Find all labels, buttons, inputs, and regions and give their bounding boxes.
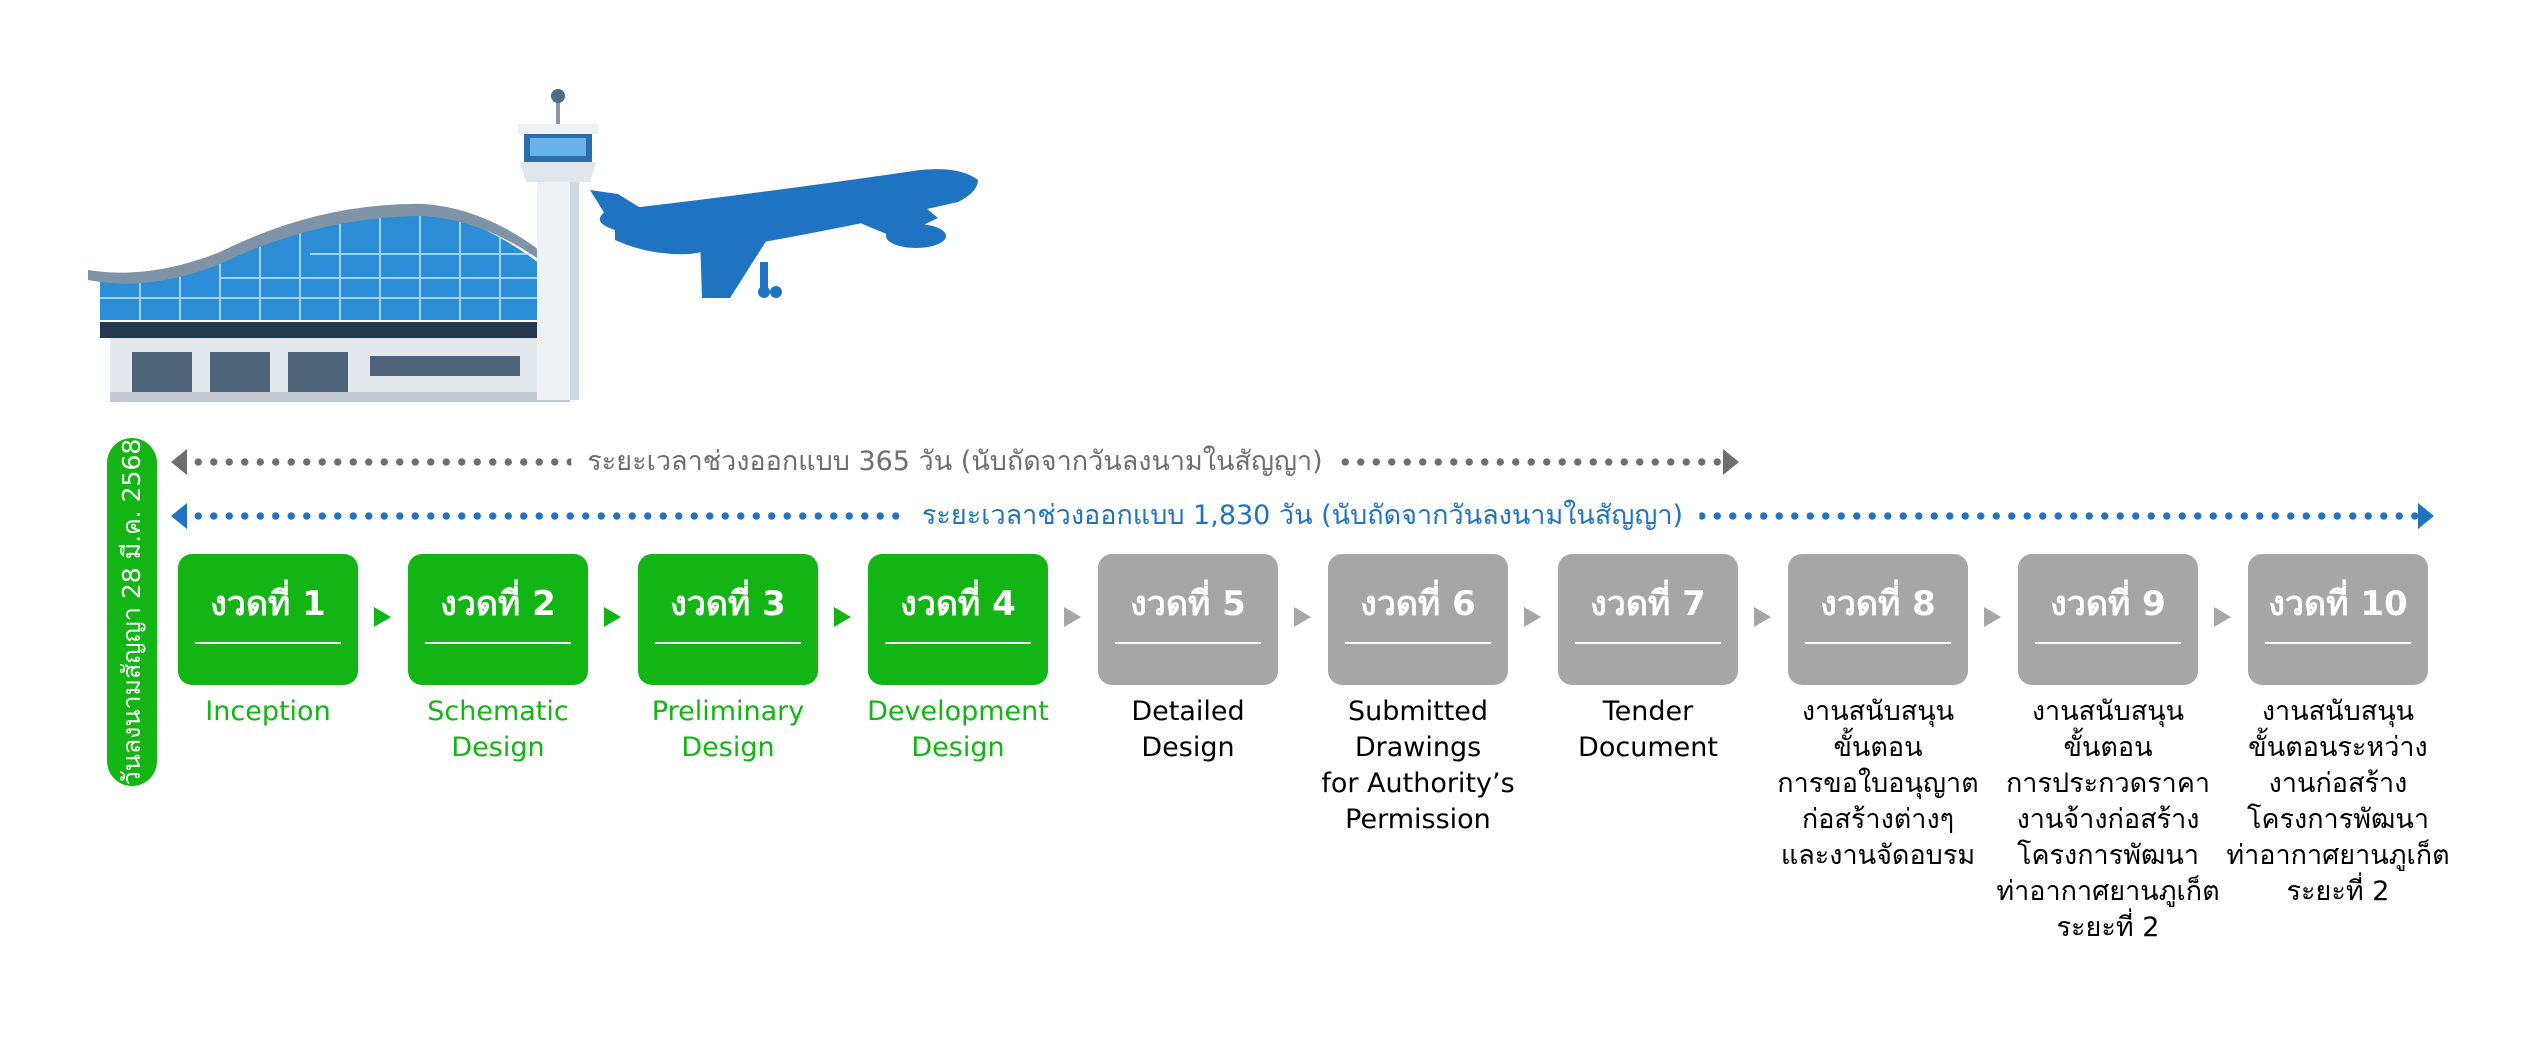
phase-box-6: งวดที่ 6 [1328,554,1508,685]
phase-box-1: งวดที่ 1 [178,554,358,685]
phase-box-10: งวดที่ 10 [2248,554,2428,685]
contract-signing-badge: วันลงนามสัญญา 28 มี.ค. 2568 [107,438,157,786]
arrow-right-icon [834,607,851,627]
arrow-right-icon [1723,449,1739,475]
phase-box-2: งวดที่ 2 [408,554,588,685]
arrow-left-icon [171,503,187,529]
phase-title: งวดที่ 9 [2050,584,2166,624]
divider [1575,642,1721,644]
control-tower-icon [518,89,598,400]
phase-caption-10: งานสนับสนุน ขั้นตอนระหว่าง งานก่อสร้าง โ… [2226,696,2450,907]
divider [655,642,801,644]
phase-box-9: งวดที่ 9 [2018,554,2198,685]
arrow-right-icon [1294,607,1311,627]
airport-illustration [88,89,978,402]
arrow-right-icon [1754,607,1771,627]
design-duration-1830-days: ระยะเวลาช่วงออกแบบ 1,830 วัน (นับถัดจากว… [171,496,2434,536]
phase-title: งวดที่ 4 [900,584,1016,624]
airplane-icon [590,169,978,298]
phase-title: งวดที่ 2 [440,584,556,624]
phase-caption-7: Tender Document [1578,696,1718,763]
arrow-right-icon [1064,607,1081,627]
divider [1345,642,1491,644]
phase-box-4: งวดที่ 4 [868,554,1048,685]
divider [885,642,1031,644]
divider [425,642,571,644]
phase-caption-1: Inception [205,696,331,727]
phase-caption-9: งานสนับสนุน ขั้นตอน การประกวดราคา งานจ้า… [1996,696,2220,943]
phase-box-5: งวดที่ 5 [1098,554,1278,685]
arrow-right-icon [1984,607,2001,627]
divider [1805,642,1951,644]
arrow-right-icon [374,607,391,627]
phase-title: งวดที่ 5 [1130,584,1246,624]
phase-title: งวดที่ 3 [670,584,786,624]
phase-caption-2: Schematic Design [427,696,569,763]
arrow-right-icon [604,607,621,627]
divider [195,642,341,644]
arrow-right-icon [2214,607,2231,627]
phase-box-3: งวดที่ 3 [638,554,818,685]
phase-caption-8: งานสนับสนุน ขั้นตอน การขอใบอนุญาต ก่อสร้… [1777,696,1979,871]
span-label: ระยะเวลาช่วงออกแบบ 365 วัน (นับถัดจากวัน… [571,442,1339,482]
contract-signing-date: วันลงนามสัญญา 28 มี.ค. 2568 [117,438,146,786]
airport-terminal-icon [88,203,570,402]
phase-caption-5: Detailed Design [1131,696,1245,763]
phase-title: งวดที่ 1 [210,584,326,624]
divider [2265,642,2411,644]
phase-title: งวดที่ 7 [1590,584,1706,624]
arrow-right-icon [2418,503,2434,529]
divider [2035,642,2181,644]
span-label: ระยะเวลาช่วงออกแบบ 1,830 วัน (นับถัดจากว… [905,496,1700,536]
phase-box-8: งวดที่ 8 [1788,554,1968,685]
phase-title: งวดที่ 8 [1820,584,1936,624]
phase-title: งวดที่ 6 [1360,584,1476,624]
phase-caption-4: Development Design [867,696,1049,763]
arrow-left-icon [171,449,187,475]
design-duration-365-days: ระยะเวลาช่วงออกแบบ 365 วัน (นับถัดจากวัน… [171,442,1739,482]
phase-title: งวดที่ 10 [2268,584,2408,624]
phase-caption-6: Submitted Drawings for Authority’s Permi… [1321,696,1515,835]
phase-box-7: งวดที่ 7 [1558,554,1738,685]
divider [1115,642,1261,644]
arrow-right-icon [1524,607,1541,627]
phase-caption-3: Preliminary Design [651,696,805,763]
